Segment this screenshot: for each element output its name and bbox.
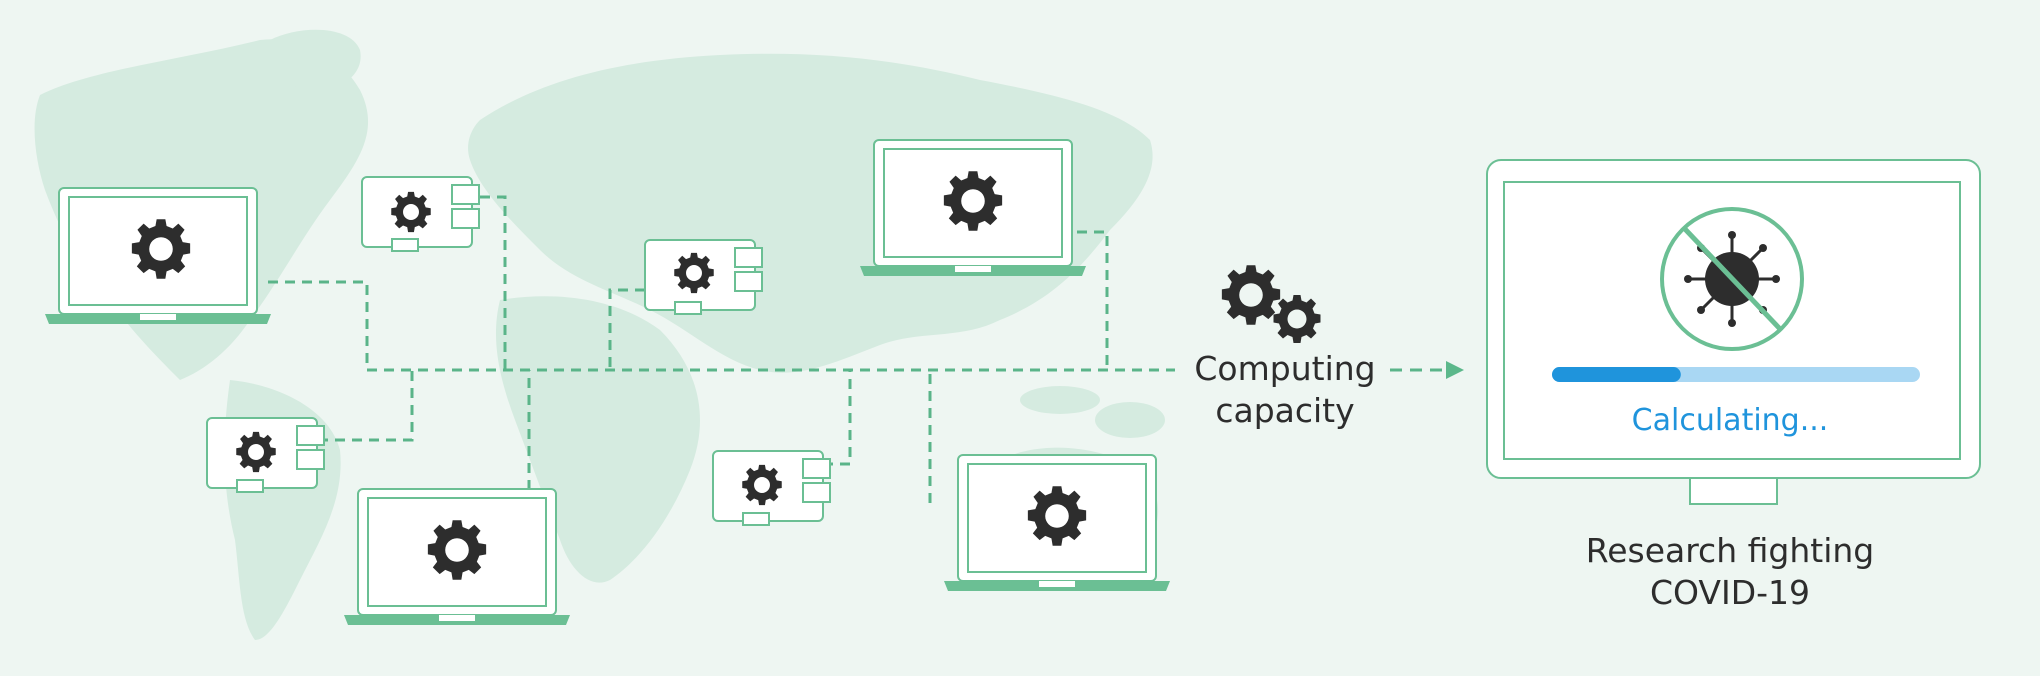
connection-lines: [268, 195, 1464, 503]
gears-icon: [1221, 265, 1321, 343]
europe-asia-shape: [468, 53, 1153, 373]
computing-label-line1: Computing: [1194, 349, 1376, 388]
laptop-node: [344, 488, 570, 625]
progress-bar: [1552, 367, 1920, 382]
computing-capacity-label: Computing capacity: [1170, 348, 1400, 432]
module-node: [712, 450, 831, 526]
research-label-line1: Research fighting: [1585, 531, 1875, 570]
progress-fill: [1552, 367, 1681, 382]
africa-shape: [495, 296, 700, 583]
module-node: [206, 417, 325, 493]
laptop-node: [944, 454, 1170, 591]
connector-line: [823, 370, 852, 466]
laptop-node: [860, 139, 1086, 276]
research-label-line2: COVID-19: [1649, 573, 1811, 612]
progress-status-text: Calculating...: [1631, 403, 1829, 438]
computing-label-line2: capacity: [1215, 391, 1355, 430]
connector-line: [268, 280, 369, 370]
module-node: [361, 176, 480, 252]
greenland-shape: [270, 29, 361, 93]
laptop-node: [45, 187, 271, 324]
connector-line: [608, 288, 645, 370]
research-label: Research fighting COVID-19: [1530, 530, 1930, 614]
connector-line: [480, 195, 507, 370]
monitor: [1486, 159, 1981, 505]
island-shape: [1020, 386, 1100, 414]
connector-line: [318, 370, 414, 442]
no-virus-icon: [1660, 207, 1804, 351]
connector-line: [1077, 230, 1109, 370]
island-shape: [1095, 402, 1165, 438]
module-node: [644, 239, 763, 315]
